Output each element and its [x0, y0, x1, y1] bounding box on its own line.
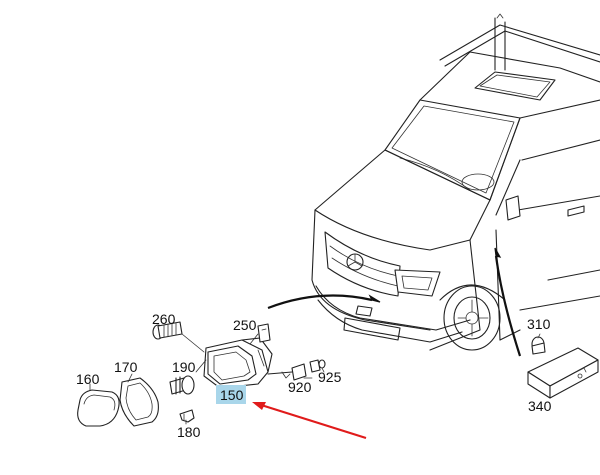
label-340: 340 [528, 398, 552, 414]
label-180: 180 [177, 424, 201, 440]
label-260: 260 [152, 311, 176, 327]
label-150: 150 [220, 387, 244, 403]
fog-light-cover-drawing [77, 389, 120, 427]
control-unit-drawing [527, 347, 599, 399]
adjuster-screw-drawing [152, 321, 183, 340]
label-310: 310 [527, 316, 551, 332]
van-illustration [311, 13, 600, 351]
label-190: 190 [172, 359, 196, 375]
label-170: 170 [114, 359, 138, 375]
callout-arrows [267, 247, 522, 357]
label-925: 925 [318, 369, 342, 385]
fog-lamp-housing-drawing [203, 337, 273, 389]
bulb-drawing [169, 375, 195, 395]
label-920: 920 [288, 379, 312, 395]
label-160: 160 [76, 371, 100, 387]
clip-drawing [179, 409, 195, 423]
small-bulb-drawing [531, 336, 546, 355]
label-250: 250 [233, 317, 257, 333]
connector-drawing [267, 363, 307, 381]
trim-ring-drawing [119, 377, 159, 427]
highlight-box-150 [216, 385, 246, 404]
part-labels: 260 250 170 160 190 150 180 920 925 310 … [76, 311, 552, 440]
bracket-drawing [257, 323, 271, 343]
roof-rack [439, 13, 600, 71]
red-pointer-arrow [252, 402, 367, 440]
leader-lines [89, 333, 541, 425]
